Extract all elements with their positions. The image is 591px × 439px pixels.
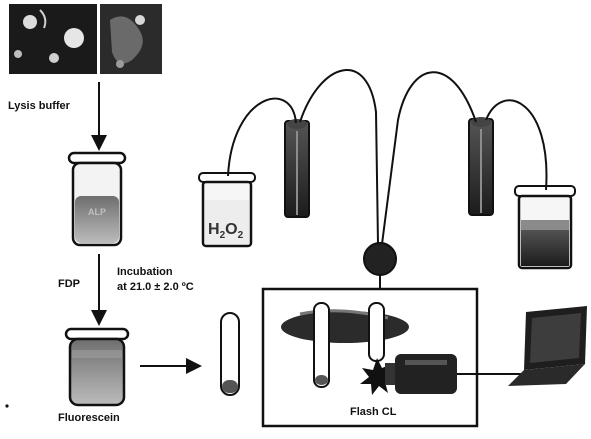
sample-holder-icon (281, 311, 409, 343)
stray-dot (5, 404, 8, 407)
lysis-buffer-label: Lysis buffer (8, 100, 70, 112)
syringe-icon-2 (469, 117, 493, 215)
fluorescein-label: Fluorescein (58, 412, 120, 424)
detector-icon (385, 354, 457, 394)
tubing-syringe1-to-valve (300, 70, 378, 244)
vial-label: ALP (88, 207, 106, 217)
incubation-temperature-label: at 21.0 ± 2.0 ºC (117, 281, 194, 293)
cell-photo-icon (9, 4, 97, 74)
pump-valve-icon (364, 243, 396, 275)
vial-icon (69, 153, 125, 245)
syringe-icon (285, 119, 309, 217)
tubing-reagent-to-syringe (486, 100, 546, 190)
chamber-tube-icon-2 (369, 303, 384, 361)
h2o2-sub-2: 2 (238, 230, 244, 241)
h2o2-o: O (225, 221, 237, 238)
incubation-label: Incubation (117, 266, 173, 278)
cell-photo-icon-2 (100, 4, 162, 74)
h2o2-label: H2O2 (208, 221, 243, 241)
flash-cl-label: Flash CL (350, 406, 396, 418)
chamber-tube-icon (314, 303, 329, 387)
h2o2-h: H (208, 221, 220, 238)
reagent-reservoir-icon (515, 186, 575, 268)
tubing-syringe2-to-valve (382, 72, 476, 244)
fluorescein-vial-icon (66, 329, 128, 405)
test-tube-icon (221, 313, 239, 395)
fdp-label: FDP (58, 278, 80, 290)
